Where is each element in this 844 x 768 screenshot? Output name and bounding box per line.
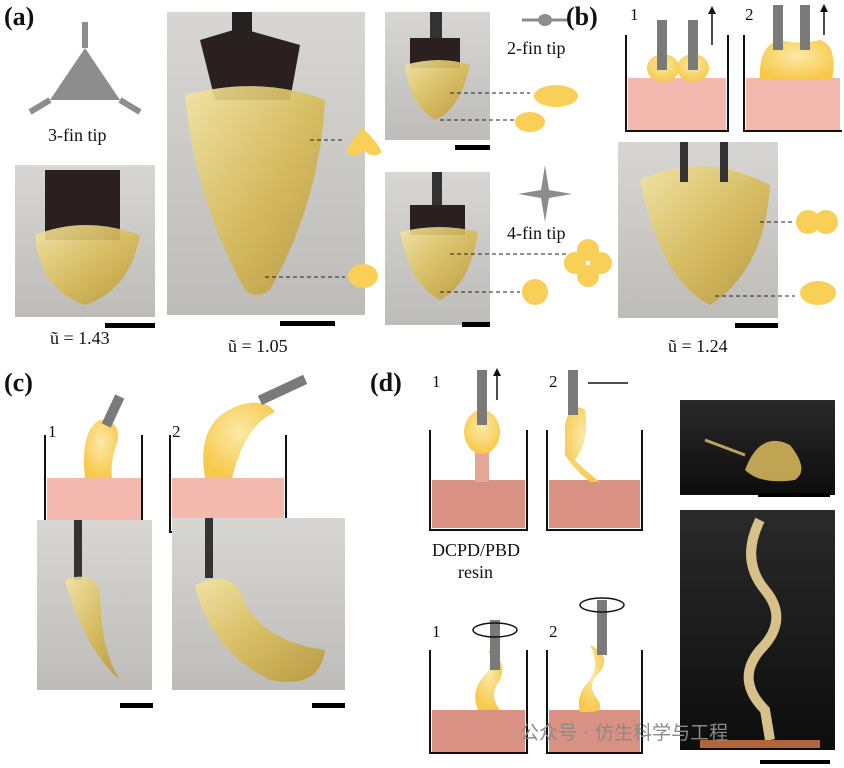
step-label: 1 bbox=[432, 622, 441, 641]
cross-section-trilobe bbox=[346, 128, 382, 156]
scale-bar bbox=[455, 145, 490, 150]
scale-bar bbox=[735, 323, 778, 328]
cross-section-oval-b bbox=[800, 281, 836, 305]
four-fin-tip-label: 4-fin tip bbox=[507, 223, 566, 243]
diagram-c1 bbox=[44, 394, 143, 533]
u-value-b: ũ = 1.24 bbox=[668, 336, 728, 356]
cross-section-oval bbox=[515, 112, 545, 132]
scale-bar bbox=[760, 760, 830, 764]
scale-bar bbox=[280, 321, 335, 326]
photo-two-fin bbox=[385, 12, 490, 140]
photo-d-spiral bbox=[680, 510, 835, 750]
scale-bar bbox=[120, 703, 153, 708]
step-label: 2 bbox=[549, 372, 558, 391]
step-label: 1 bbox=[48, 422, 57, 441]
two-fin-tip-icon bbox=[522, 14, 570, 26]
diagram-d4 bbox=[546, 597, 643, 754]
diagram-d2 bbox=[546, 370, 643, 531]
photo-b bbox=[618, 142, 778, 318]
four-fin-tip-icon bbox=[518, 165, 572, 222]
u-value-large: ũ = 1.05 bbox=[228, 336, 288, 356]
scale-bar bbox=[462, 322, 490, 327]
resin-label: DCPD/PBD bbox=[432, 540, 521, 560]
watermark: 公众号 · 仿生科学与工程 bbox=[520, 722, 729, 744]
panel-label-c: (c) bbox=[4, 368, 33, 397]
step-label: 1 bbox=[630, 5, 639, 24]
scale-bar bbox=[105, 323, 155, 328]
photo-three-fin-large bbox=[167, 12, 365, 315]
diagram-d1 bbox=[429, 368, 528, 531]
photo-four-fin bbox=[385, 172, 490, 325]
scale-bar bbox=[758, 493, 830, 497]
diagram-d3 bbox=[429, 620, 528, 754]
cross-section-peanut bbox=[534, 85, 578, 107]
step-label: 2 bbox=[549, 622, 558, 641]
panel-label-d: (d) bbox=[370, 368, 402, 397]
step-label: 2 bbox=[172, 422, 181, 441]
cross-section-round bbox=[348, 264, 378, 288]
three-fin-tip-icon bbox=[28, 22, 142, 115]
step-label: 2 bbox=[745, 5, 754, 24]
cross-section-clover bbox=[564, 239, 612, 287]
panel-label-b: (b) bbox=[566, 2, 598, 31]
step-label: 1 bbox=[432, 372, 441, 391]
resin-label-2: resin bbox=[458, 562, 493, 582]
cross-section-circle bbox=[522, 279, 548, 305]
two-fin-tip-label: 2-fin tip bbox=[507, 38, 566, 58]
photo-three-fin-small bbox=[15, 165, 155, 317]
diagram-c2 bbox=[169, 374, 308, 533]
u-value-3fin: ũ = 1.43 bbox=[50, 328, 110, 348]
diagram-b2 bbox=[743, 4, 842, 132]
scale-bar bbox=[312, 703, 345, 708]
panel-label-a: (a) bbox=[4, 2, 35, 31]
three-fin-tip-label: 3-fin tip bbox=[48, 125, 107, 145]
cross-section-double-circle bbox=[796, 210, 838, 234]
photo-d-bird bbox=[680, 400, 835, 495]
photo-c1 bbox=[37, 520, 152, 690]
diagram-b1 bbox=[625, 6, 729, 132]
photo-c2 bbox=[172, 518, 345, 690]
